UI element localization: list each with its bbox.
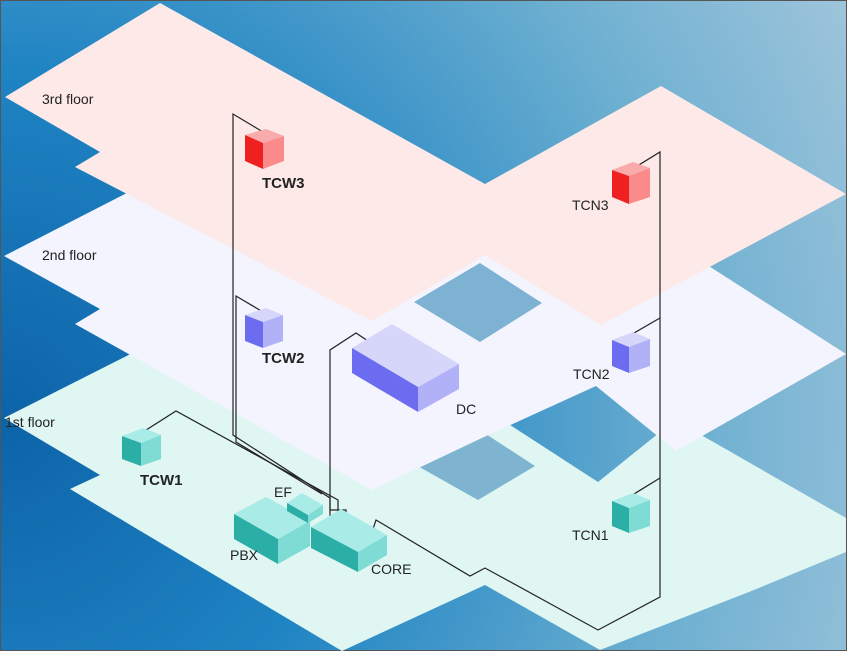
- room-tcw2[interactable]: [245, 308, 283, 348]
- tcw3-label: TCW3: [262, 175, 305, 192]
- room-tcw3[interactable]: [245, 129, 284, 169]
- floor-2-plate: [4, 176, 846, 490]
- room-dc[interactable]: [352, 324, 459, 412]
- tcn3-label: TCN3: [572, 197, 609, 213]
- tcn2-label: TCN2: [573, 366, 610, 382]
- cable-tcw1-core: [142, 410, 339, 515]
- room-tcn3[interactable]: [612, 162, 650, 204]
- tcn1-label: TCN1: [572, 527, 609, 543]
- dc-label: DC: [456, 401, 476, 417]
- room-ef[interactable]: [287, 493, 323, 523]
- floor-2-hole: [414, 263, 542, 342]
- room-tcw1[interactable]: [122, 428, 161, 466]
- tcw1-label: TCW1: [140, 472, 183, 489]
- tcw2-label: TCW2: [262, 350, 305, 367]
- floor-3-label: 3rd floor: [42, 91, 94, 107]
- floor-3-plate: [5, 3, 846, 325]
- cable-core-tcn: [371, 150, 661, 631]
- room-tcn1[interactable]: [612, 493, 650, 533]
- core-label: CORE: [371, 561, 411, 577]
- room-core[interactable]: [311, 509, 387, 572]
- cable-tcn2-branch: [633, 317, 661, 334]
- room-pbx[interactable]: [234, 497, 310, 564]
- floor-1-plate: [4, 340, 846, 651]
- room-tcn2[interactable]: [612, 332, 650, 373]
- floor-1-label: 1st floor: [5, 414, 55, 430]
- pbx-label: PBX: [230, 547, 259, 563]
- ef-label: EF: [274, 484, 292, 500]
- cable-tcn1-branch: [633, 477, 661, 495]
- floor-2-label: 2nd floor: [42, 247, 97, 263]
